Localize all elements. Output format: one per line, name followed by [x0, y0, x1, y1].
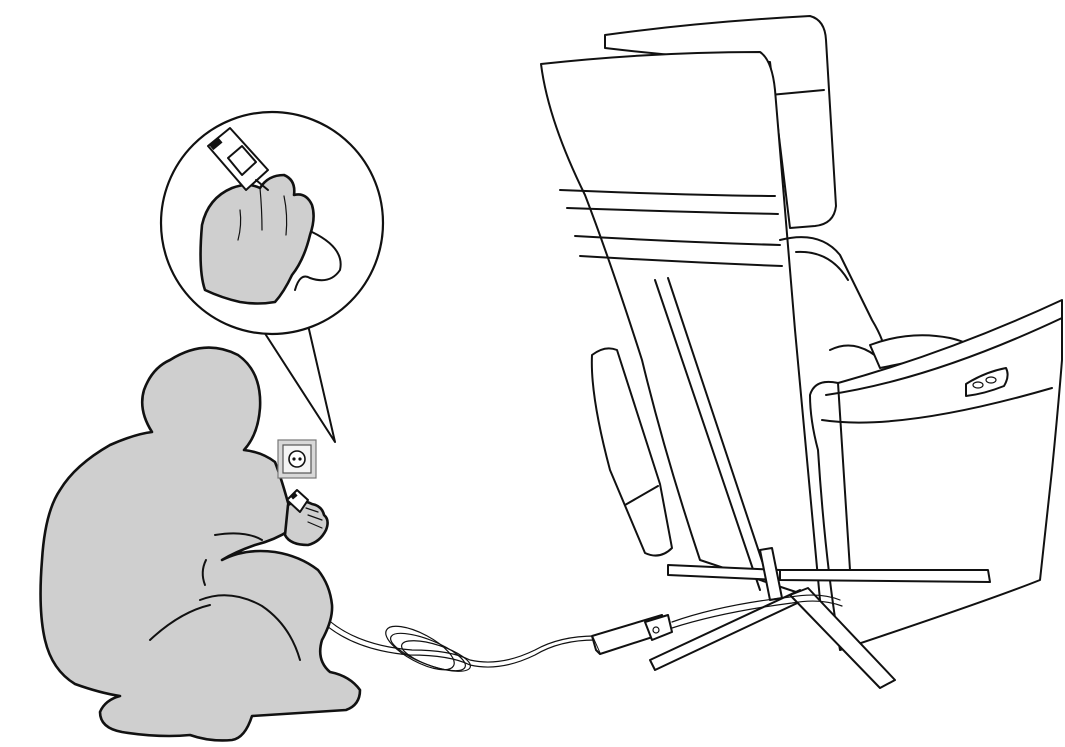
power-cable — [318, 595, 842, 678]
recliner-chair-icon — [541, 16, 1062, 688]
hand-icon — [285, 501, 328, 545]
power-adapter-icon — [592, 615, 672, 654]
wall-socket-icon — [278, 440, 316, 478]
